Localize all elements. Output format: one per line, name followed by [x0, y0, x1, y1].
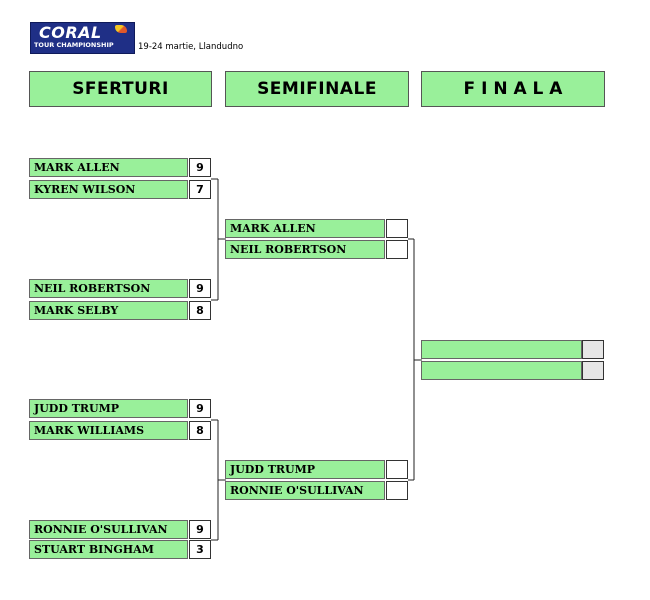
sf1-player2: NEIL ROBERTSON [225, 240, 385, 259]
qf4-player2: STUART BINGHAM [29, 540, 188, 559]
coral-logo: CORAL TOUR CHAMPIONSHIP [30, 22, 135, 54]
round-header-final: F I N A L A [421, 71, 605, 107]
logo-wordmark: CORAL [39, 23, 102, 42]
round-header-quarterfinals: SFERTURI [29, 71, 212, 107]
qf2-player1: NEIL ROBERTSON [29, 279, 188, 298]
qf2-score2: 8 [189, 301, 211, 320]
qf4-score1: 9 [189, 520, 211, 539]
sf2-score1 [386, 460, 408, 479]
qf2-player2: MARK SELBY [29, 301, 188, 320]
final-score1 [582, 340, 604, 359]
event-dates: 19-24 martie, Llandudno [138, 42, 244, 52]
qf3-score2: 8 [189, 421, 211, 440]
qf4-player1: RONNIE O'SULLIVAN [29, 520, 188, 539]
sf1-score1 [386, 219, 408, 238]
final-score2 [582, 361, 604, 380]
qf3-score1: 9 [189, 399, 211, 418]
qf4-score2: 3 [189, 540, 211, 559]
qf3-player2: MARK WILLIAMS [29, 421, 188, 440]
final-player1 [421, 340, 582, 359]
flag-icon [115, 25, 127, 33]
qf3-player1: JUDD TRUMP [29, 399, 188, 418]
sf2-score2 [386, 481, 408, 500]
sf2-player2: RONNIE O'SULLIVAN [225, 481, 385, 500]
round-header-semifinals: SEMIFINALE [225, 71, 409, 107]
logo-subtitle: TOUR CHAMPIONSHIP [34, 41, 114, 49]
sf1-score2 [386, 240, 408, 259]
qf1-score1: 9 [189, 158, 211, 177]
final-player2 [421, 361, 582, 380]
qf1-score2: 7 [189, 180, 211, 199]
sf2-player1: JUDD TRUMP [225, 460, 385, 479]
sf1-player1: MARK ALLEN [225, 219, 385, 238]
qf1-player1: MARK ALLEN [29, 158, 188, 177]
qf2-score1: 9 [189, 279, 211, 298]
qf1-player2: KYREN WILSON [29, 180, 188, 199]
